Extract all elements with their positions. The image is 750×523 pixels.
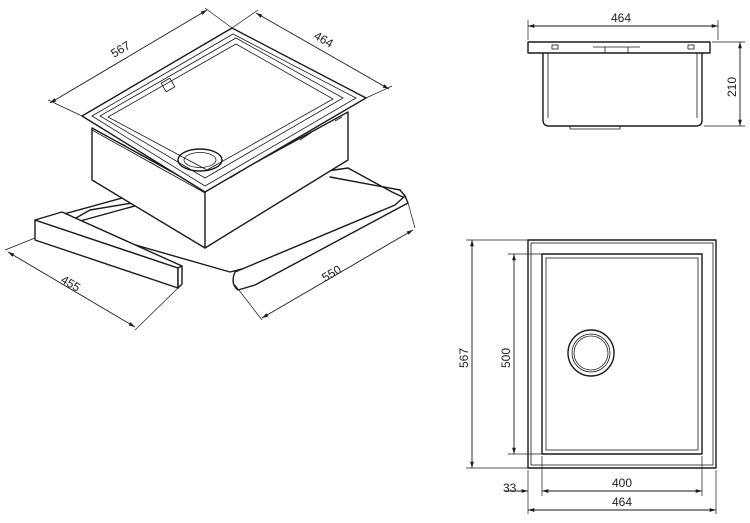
dim-side-height-label: 210 [725, 77, 739, 97]
dim-top-inner-width-label: 400 [612, 476, 632, 490]
dim-top-width: 464 [527, 470, 717, 514]
dim-top-offset-label: 33 [503, 481, 517, 495]
isometric-view: 567 464 455 550 [4, 7, 416, 331]
dim-top-length: 567 [457, 239, 528, 469]
top-view: 567 500 400 33 464 [457, 239, 717, 514]
dim-iso-cabinet-depth-label: 455 [59, 272, 84, 294]
dim-side-width: 464 [527, 11, 719, 40]
dim-side-width-label: 464 [611, 11, 631, 25]
dim-side-height: 210 [704, 41, 745, 127]
dim-iso-cabinet-width-label: 550 [319, 262, 344, 284]
dim-top-inner-width: 400 [541, 456, 703, 496]
dim-top-width-label: 464 [612, 495, 632, 509]
dim-top-inner-length-label: 500 [499, 348, 513, 368]
side-view: 464 210 [527, 11, 745, 130]
dim-top-offset: 33 [503, 470, 548, 496]
dim-top-length-label: 567 [457, 348, 471, 368]
dim-iso-width: 464 [231, 9, 393, 99]
dim-top-inner-length: 500 [499, 253, 542, 455]
dim-iso-length-label: 567 [108, 38, 133, 60]
dim-iso-width-label: 464 [312, 28, 337, 50]
